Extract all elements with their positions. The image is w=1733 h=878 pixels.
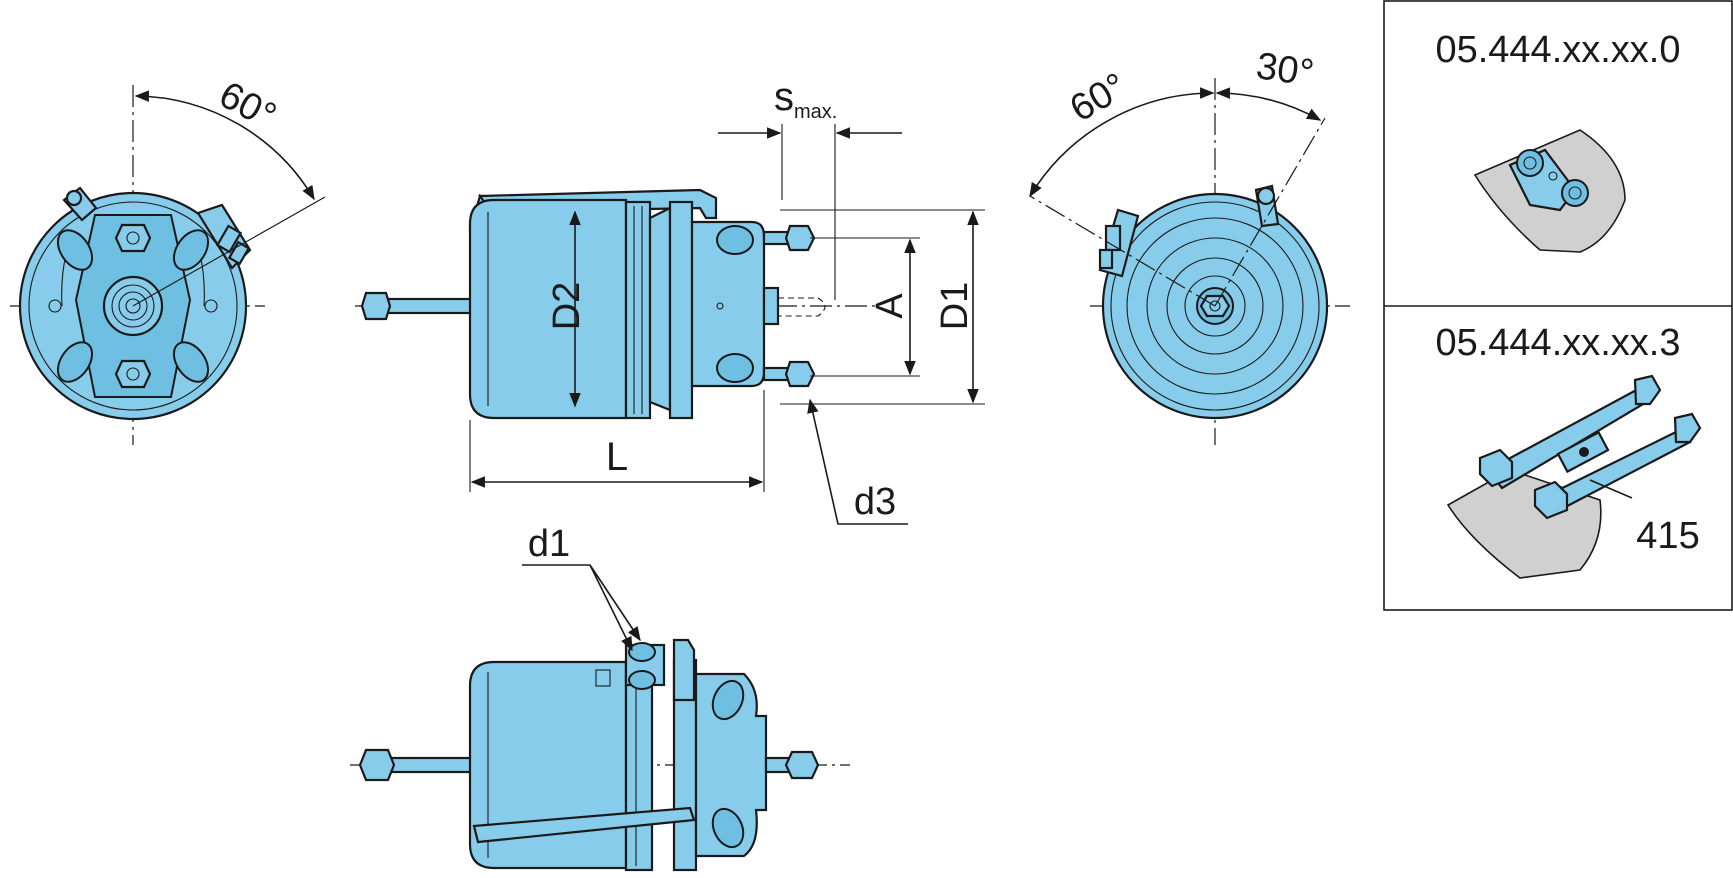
d1-port-label: d1	[528, 523, 570, 565]
d2-label: D2	[546, 282, 588, 331]
angle-right-b-label: 30°	[1254, 45, 1317, 95]
top-view	[350, 564, 850, 872]
variant-0-detail	[1473, 129, 1626, 253]
variant-bottom-code: 05.444.xx.xx.3	[1435, 322, 1680, 364]
smax-main: s	[774, 75, 794, 119]
smax-label: smax.	[774, 75, 837, 123]
l-label: L	[606, 435, 628, 479]
angle-right-a-label: 60°	[1063, 65, 1134, 130]
right-end-view	[1029, 78, 1350, 445]
d3-label: d3	[854, 481, 896, 523]
side-view	[355, 124, 985, 525]
smax-sub: max.	[794, 101, 837, 123]
d1-dim-label: D1	[934, 282, 976, 331]
variant-top-code: 05.444.xx.xx.0	[1435, 29, 1680, 71]
variant-panel	[1383, 0, 1733, 611]
a-label: A	[869, 293, 911, 319]
variant-3-detail	[1446, 374, 1702, 579]
callout-415: 415	[1636, 515, 1699, 557]
angle-left-label: 60°	[212, 74, 282, 138]
left-end-view	[10, 85, 326, 445]
